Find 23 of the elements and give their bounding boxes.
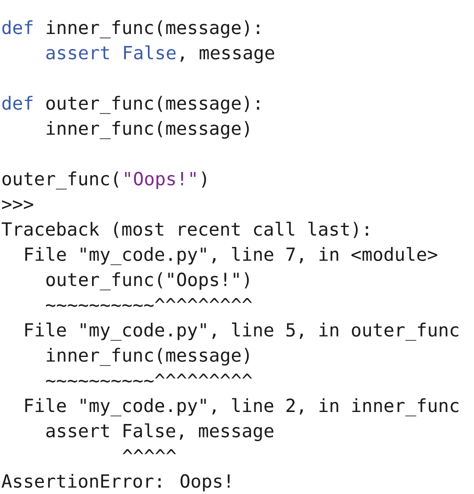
code-line: inner_func(message) bbox=[46, 121, 249, 140]
keyword: def bbox=[2, 96, 32, 110]
code-text: outer_func(message): bbox=[46, 96, 260, 114]
error-marker: ~~~~~~~~~~^^^^^^^^^ bbox=[46, 374, 252, 382]
traceback-line: File "my_code.py", line 5, in outer_func bbox=[25, 322, 458, 341]
traceback-line: File "my_code.py", line 2, in inner_func bbox=[25, 398, 458, 416]
code-line: inner_func(message) bbox=[46, 348, 249, 366]
code-line: assert False, message bbox=[46, 423, 274, 442]
keyword: False bbox=[124, 45, 176, 60]
code-line: outer_func("Oops!") bbox=[46, 272, 249, 290]
code-text: inner_func(message): bbox=[46, 20, 260, 38]
traceback-header: Traceback (most recent call last): bbox=[2, 222, 368, 238]
error-message: AssertionError: Oops! bbox=[2, 474, 230, 492]
code-text: , message bbox=[180, 49, 274, 64]
code-text: outer_func( bbox=[2, 171, 118, 190]
traceback-line: File "my_code.py", line 7, in <module> bbox=[25, 246, 438, 266]
error-marker: ^^^^^ bbox=[122, 449, 176, 454]
keyword: def bbox=[2, 20, 32, 34]
prompt: >>> bbox=[2, 200, 34, 210]
keyword: assert bbox=[46, 46, 109, 60]
code-text: ) bbox=[202, 171, 206, 188]
string-literal: "Oops!" bbox=[125, 172, 196, 189]
error-marker: ~~~~~~~~~~^^^^^^^^^ bbox=[46, 298, 252, 307]
